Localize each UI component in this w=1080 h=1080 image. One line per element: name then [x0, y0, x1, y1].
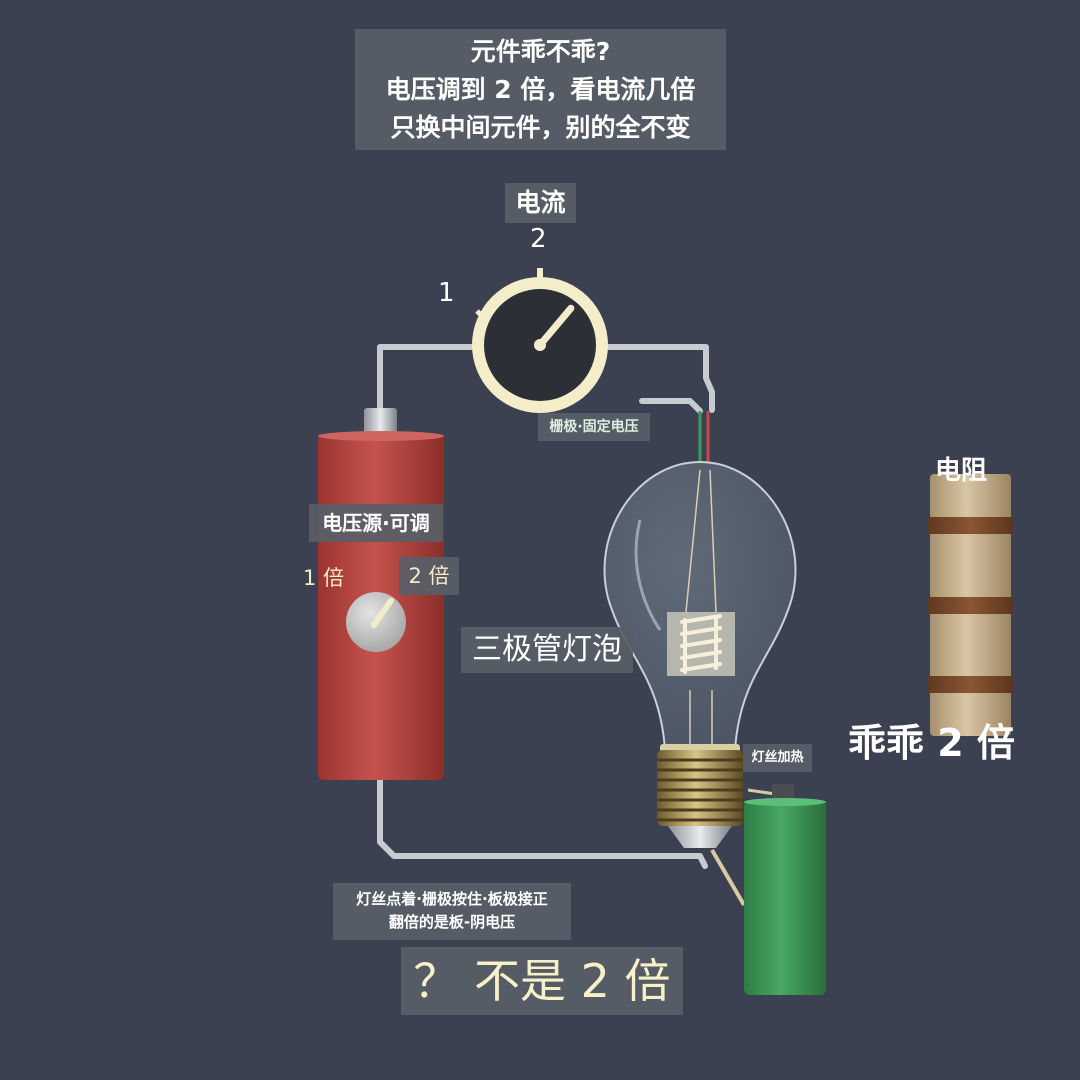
wire-filament-battery: [710, 848, 746, 907]
resistor-answer: 乖乖 2 倍: [848, 721, 1015, 765]
meter-tick-2-label: 2: [530, 224, 547, 254]
resistor: [928, 474, 1013, 736]
source-label: 电压源·可调: [309, 504, 443, 542]
current-meter: [472, 268, 608, 413]
filament-label: 灯丝加热: [743, 744, 812, 772]
voltage-knob[interactable]: [346, 592, 406, 652]
answer-label: ？ 不是 2 倍: [401, 947, 683, 1015]
bulb-glass: [603, 460, 797, 751]
meter-top-tick: [537, 268, 543, 280]
meter-pivot: [534, 339, 546, 351]
battery-top: [744, 798, 826, 806]
resistor-band-3: [928, 676, 1013, 693]
bulb-highlight: [634, 519, 662, 631]
bulb-stem: [685, 469, 717, 745]
wires: [377, 344, 715, 869]
grid-label: 栅极·固定电压: [538, 413, 650, 441]
source-terminal: [364, 408, 397, 436]
title-line-2: 电压调到 2 倍，看电流几倍: [385, 75, 696, 104]
triode-bulb: [603, 460, 797, 848]
meter-tick-1-label: 1: [438, 278, 455, 308]
title-banner: 元件乖不乖? 电压调到 2 倍，看电流几倍 只换中间元件，别的全不变: [355, 29, 726, 150]
resistor-title: 电阻: [935, 456, 988, 486]
meter-needle: [536, 304, 575, 349]
filament-battery: [744, 784, 826, 995]
hint-box: 灯丝点着·栅极按住·板极接正 翻倍的是板-阴电压: [333, 883, 571, 940]
knob-2x-label: 2 倍: [399, 557, 459, 595]
wire-source-to-meter: [377, 344, 481, 413]
battery-body: [744, 800, 826, 995]
bulb-base: [657, 750, 743, 848]
title-line-3: 只换中间元件，别的全不变: [390, 113, 691, 142]
tube-label: 三极管灯泡: [461, 627, 633, 673]
knob-1x-label: 1 倍: [303, 566, 345, 590]
wire-grid: [639, 398, 703, 414]
hint-line-2: 翻倍的是板-阴电压: [388, 913, 516, 931]
source-top: [318, 431, 444, 441]
title-line-1: 元件乖不乖?: [470, 37, 611, 66]
wire-source-to-cathode: [377, 777, 708, 869]
wire-meter-to-plate: [599, 344, 715, 413]
resistor-band-2: [928, 597, 1013, 614]
hint-line-1: 灯丝点着·栅极按住·板极接正: [356, 890, 548, 908]
tube-grid-coil: [680, 614, 722, 674]
knob-pointer: [370, 597, 394, 629]
resistor-band-1: [928, 517, 1013, 534]
meter-label: 电流: [505, 183, 576, 223]
